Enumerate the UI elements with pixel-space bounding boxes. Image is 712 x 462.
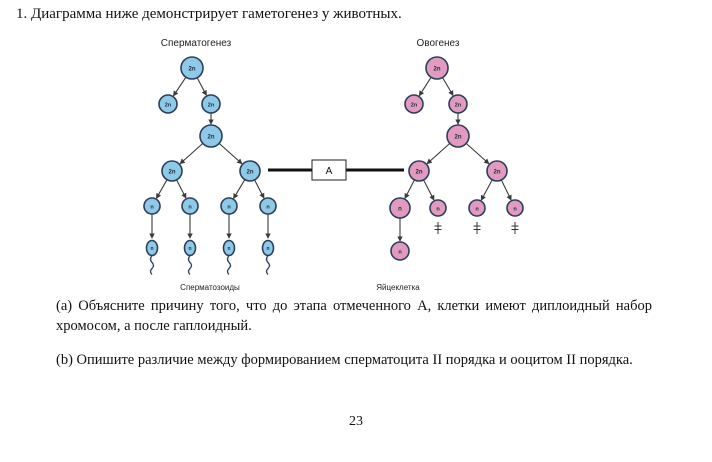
sperm-cell: n (222, 239, 236, 275)
sperm-cell: n (261, 239, 275, 275)
egg-cell: n (390, 241, 410, 261)
svg-text:n: n (475, 207, 479, 213)
svg-text:n: n (150, 246, 153, 252)
arrow-egg (500, 179, 512, 201)
sperm-caption: Сперматозоиды (180, 283, 240, 292)
svg-text:2n: 2n (168, 170, 175, 176)
arrow-egg (423, 179, 435, 201)
primary-oocyte: 2n (446, 124, 470, 148)
svg-text:n: n (150, 205, 154, 211)
svg-text:n: n (266, 246, 269, 252)
spermatid: n (220, 197, 238, 215)
svg-text:2n: 2n (455, 103, 462, 109)
arrow-egg (418, 76, 432, 97)
secondary-spermatocyte: 2n (161, 160, 183, 182)
degeneration-mark (473, 222, 481, 234)
degeneration-mark (434, 222, 442, 234)
svg-text:n: n (398, 250, 402, 256)
svg-text:2n: 2n (454, 135, 461, 141)
svg-text:n: n (513, 207, 517, 213)
svg-text:n: n (227, 246, 230, 252)
spermatogonium: 2n (180, 56, 204, 80)
ootid: n (389, 197, 411, 219)
egg-caption: Яйцеклетка (376, 283, 420, 292)
arrow-sperm (176, 179, 187, 199)
question-title: 1. Диаграмма ниже демонстрирует гаметоге… (16, 6, 402, 22)
arrow-sperm (254, 179, 265, 199)
arrow-egg (404, 179, 415, 200)
svg-text:n: n (188, 246, 191, 252)
arrow-sperm (233, 179, 246, 200)
primary-spermatocyte: 2n (199, 124, 223, 148)
polar-body: n (506, 199, 524, 217)
spermatid: n (259, 197, 277, 215)
spermatogonium: 2n (158, 94, 178, 114)
arrow-sperm (173, 76, 187, 97)
arrow-sperm (179, 142, 204, 165)
svg-text:2n: 2n (208, 103, 215, 109)
oogonium: 2n (425, 56, 449, 80)
svg-text:2n: 2n (415, 170, 422, 176)
polar-body: 2n (486, 160, 508, 182)
svg-text:n: n (266, 205, 270, 211)
svg-text:n: n (188, 205, 192, 211)
oogenesis-title: Овогенез (417, 38, 460, 49)
svg-text:2n: 2n (207, 135, 214, 141)
question-part-b: (b) Опишите различие между формированием… (56, 352, 633, 368)
spermatid: n (143, 197, 161, 215)
page-number: 23 (349, 414, 363, 429)
svg-text:2n: 2n (433, 67, 440, 73)
oogonium: 2n (404, 94, 424, 114)
spermatid: n (181, 197, 199, 215)
svg-text:2n: 2n (246, 170, 253, 176)
arrow-egg (426, 142, 451, 165)
degeneration-mark (511, 222, 519, 234)
arrow-sperm (155, 179, 168, 199)
sperm-cell: n (145, 239, 159, 275)
arrow-egg (442, 77, 454, 97)
spermatogenesis-title: Сперматогенез (161, 38, 232, 49)
secondary-oocyte: 2n (408, 160, 430, 182)
arrow-egg (480, 179, 493, 201)
gametogenesis-diagram: Сперматогенез Овогенез A 2n 2n 2n 2n 2n 2n n n n… (143, 38, 524, 292)
polar-body: n (429, 199, 447, 217)
question-part-a: (a) Объясните причину того, что до этапа… (56, 298, 652, 334)
svg-text:2n: 2n (165, 103, 172, 109)
oogonium: 2n (448, 94, 468, 114)
svg-text:n: n (227, 205, 231, 211)
svg-text:2n: 2n (188, 67, 195, 73)
svg-text:n: n (436, 207, 440, 213)
polar-body: n (468, 199, 486, 217)
spermatogonium: 2n (201, 94, 221, 114)
svg-text:2n: 2n (493, 170, 500, 176)
arrow-egg (465, 142, 490, 165)
stage-a-label: A (326, 166, 333, 177)
arrow-sperm (218, 142, 243, 165)
arrow-sperm (196, 77, 207, 96)
svg-text:n: n (398, 207, 402, 213)
diagram-cells: 2n 2n 2n 2n 2n 2n n n n n 2n 2n 2n 2n 2n 2n n n n n n (143, 56, 524, 261)
secondary-spermatocyte: 2n (239, 160, 261, 182)
stage-a-box (311, 159, 347, 181)
svg-text:2n: 2n (411, 103, 418, 109)
diagram-arrows (149, 76, 512, 242)
sperm-cell: n (183, 239, 197, 275)
